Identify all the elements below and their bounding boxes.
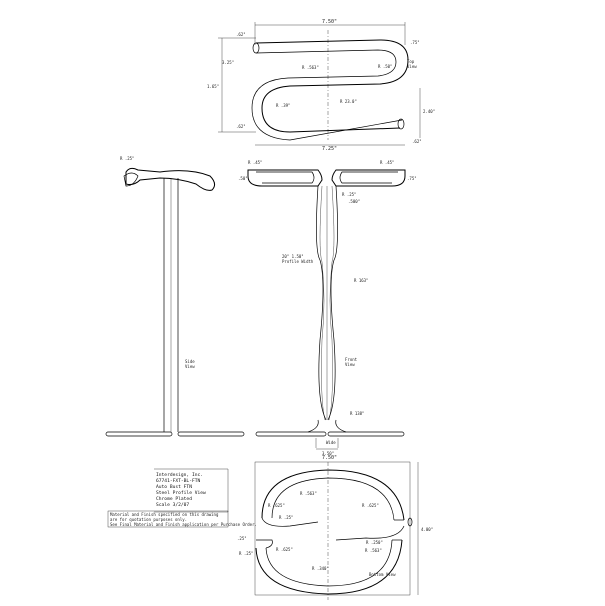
- dim-top-small-c: .75": [410, 40, 420, 45]
- bottom-r6: R .563": [365, 548, 382, 553]
- dim-top-overall-width: 7.25": [322, 146, 337, 152]
- dim-top-small-d: .62": [412, 139, 422, 144]
- front-neck-dim: .500": [348, 199, 360, 204]
- dim-top-height-left: 3.25": [222, 60, 234, 65]
- front-r-neck: R .25": [342, 192, 356, 197]
- title-line-1: Interdesign, Inc.: [156, 472, 203, 478]
- front-r-mid: R 163": [354, 278, 368, 283]
- dim-top-small-a: .62": [236, 32, 246, 37]
- title-block: Interdesign, Inc. 67741-FXT-BL-FTN Auto …: [107, 468, 257, 528]
- top-r3: R 23.0": [340, 99, 357, 104]
- front-width-note: 20" 1.50"Profile Width: [282, 254, 314, 264]
- front-left-dim: .50": [238, 176, 248, 181]
- bottom-r3: R .625": [268, 503, 285, 508]
- title-line-6: Scale 3/2/07: [156, 502, 189, 508]
- front-r-left: R .45": [248, 160, 262, 165]
- title-line-3: Auto Bust FTN: [156, 484, 192, 490]
- dim-top-right-height: 2.40": [423, 109, 435, 114]
- note-line-3: See Final Material and Finish applicatio…: [110, 522, 257, 527]
- front-r-bottom: R 138": [350, 411, 364, 416]
- bottom-r7: R .340": [312, 566, 329, 571]
- bottom-r5: R .250": [366, 540, 383, 545]
- front-view: R .45" R .45" .50" .75" R .25" .500" 20"…: [238, 160, 417, 456]
- bottom-r4: R .25": [279, 515, 293, 520]
- front-base-width: Wide: [326, 440, 336, 445]
- top-view: 7.50" 3.25" 1.65" .62" .62" 2.40" .75" .…: [207, 19, 435, 152]
- note-line-2: are for quotation purposes only.: [110, 517, 187, 522]
- dim-bottom-width: 7.50": [322, 455, 337, 461]
- bottom-view-label: Bottom View: [369, 572, 396, 577]
- title-line-4: Steel Profile View: [156, 490, 206, 496]
- title-line-2: 67741-FXT-BL-FTN: [156, 478, 200, 484]
- top-r1: R .563": [302, 65, 319, 70]
- bottom-view: 7.50" 4.00" R .563" R .625" R .625" R .2…: [237, 455, 433, 600]
- bottom-r2: R .625": [362, 503, 379, 508]
- top-r4: R .39": [276, 103, 290, 108]
- dim-top-width: 7.50": [322, 19, 337, 25]
- dim-bottom-height: 4.00": [421, 527, 433, 532]
- top-r2: R .50": [378, 64, 392, 69]
- side-r: R .25": [120, 156, 134, 161]
- front-right-dim: .75": [407, 176, 417, 181]
- title-line-5: Chrome Plated: [156, 496, 192, 502]
- bottom-dim-small: .25": [237, 536, 247, 541]
- front-base-dim: 3.50": [322, 451, 334, 456]
- bottom-r1: R .563": [300, 491, 317, 496]
- bottom-r9: R .25": [239, 551, 253, 556]
- note-line-1: Material and Finish specified on this dr…: [110, 512, 219, 517]
- bottom-r10: R .625": [276, 547, 293, 552]
- dim-top-small-b: .62": [236, 124, 246, 129]
- front-r-right: R .45": [380, 160, 394, 165]
- dim-top-total-height: 1.65": [207, 84, 219, 89]
